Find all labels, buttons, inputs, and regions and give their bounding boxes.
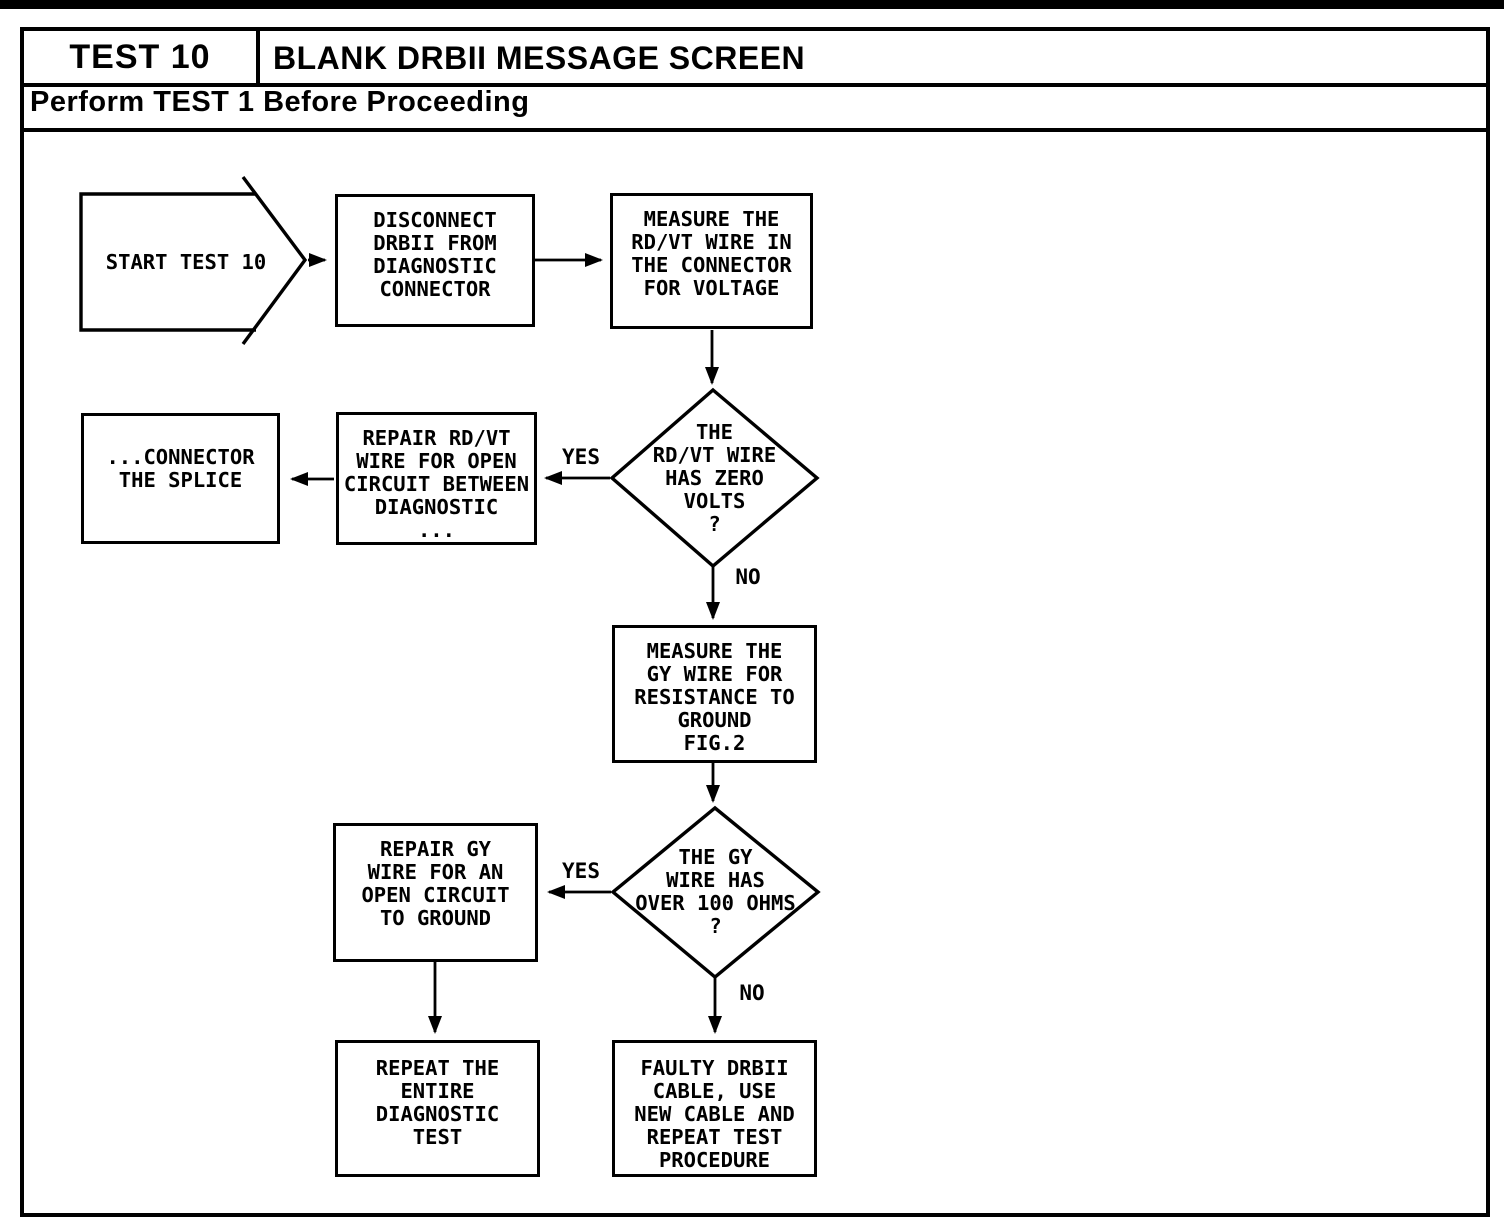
decision-rdvt-zero-volts-outline — [609, 387, 820, 569]
node-measure-rdvt-voltage: MEASURE THE RD/VT WIRE IN THE CONNECTOR … — [610, 193, 813, 329]
top-black-bar — [0, 0, 1504, 9]
node-disconnect-drbii-text: DISCONNECT DRBII FROM DIAGNOSTIC CONNECT… — [373, 208, 497, 301]
node-rdvt-zero-volts: THE RD/VT WIRE HAS ZERO VOLTS ? — [612, 392, 817, 564]
start-node-outline — [79, 192, 256, 332]
page-title: BLANK DRBII MESSAGE SCREEN — [273, 40, 806, 76]
node-connector-splice: ...CONNECTOR THE SPLICE — [81, 413, 280, 544]
node-rdvt-zero-volts-text: THE RD/VT WIRE HAS ZERO VOLTS ? — [652, 419, 777, 536]
node-measure-gy-resistance: MEASURE THE GY WIRE FOR RESISTANCE TO GR… — [612, 625, 817, 763]
header-divider — [20, 83, 1490, 87]
node-repeat-diagnostic-test: REPEAT THE ENTIRE DIAGNOSTIC TEST — [335, 1040, 540, 1177]
node-disconnect-drbii: DISCONNECT DRBII FROM DIAGNOSTIC CONNECT… — [335, 194, 535, 327]
page-border — [20, 27, 1490, 1217]
start-node-arrowhead-outline — [241, 175, 308, 346]
edge-label-no-rdvt: NO — [735, 565, 761, 589]
node-repair-gy-wire-text: REPAIR GY WIRE FOR AN OPEN CIRCUIT TO GR… — [361, 837, 510, 930]
subheader-divider — [20, 128, 1490, 132]
node-connector-splice-text: ...CONNECTOR THE SPLICE — [106, 445, 255, 492]
node-faulty-drbii-cable-text: FAULTY DRBII CABLE, USE NEW CABLE AND RE… — [634, 1056, 795, 1172]
node-start-text: START TEST 10 — [105, 249, 267, 274]
node-gy-over-100-ohms: THE GY WIRE HAS OVER 100 OHMS ? — [613, 810, 818, 974]
node-measure-rdvt-voltage-text: MEASURE THE RD/VT WIRE IN THE CONNECTOR … — [631, 207, 792, 300]
node-gy-over-100-ohms-text: THE GY WIRE HAS OVER 100 OHMS ? — [635, 845, 796, 938]
node-measure-gy-resistance-text: MEASURE THE GY WIRE FOR RESISTANCE TO GR… — [634, 639, 795, 755]
edge-label-yes-gy: YES — [562, 859, 600, 883]
test-number-label: TEST 10 — [69, 37, 211, 76]
page-subtitle: Perform TEST 1 Before Proceeding — [30, 86, 530, 118]
node-repair-rdvt-wire-text: REPAIR RD/VT WIRE FOR OPEN CIRCUIT BETWE… — [343, 426, 530, 542]
node-repair-rdvt-wire: REPAIR RD/VT WIRE FOR OPEN CIRCUIT BETWE… — [336, 412, 537, 545]
node-start: START TEST 10 — [81, 194, 291, 330]
node-repeat-diagnostic-test-text: REPEAT THE ENTIRE DIAGNOSTIC TEST — [375, 1056, 500, 1149]
node-faulty-drbii-cable: FAULTY DRBII CABLE, USE NEW CABLE AND RE… — [612, 1040, 817, 1177]
node-repair-gy-wire: REPAIR GY WIRE FOR AN OPEN CIRCUIT TO GR… — [333, 823, 538, 962]
edge-label-yes-rdvt: YES — [562, 445, 600, 469]
edge-label-no-gy: NO — [739, 981, 765, 1005]
